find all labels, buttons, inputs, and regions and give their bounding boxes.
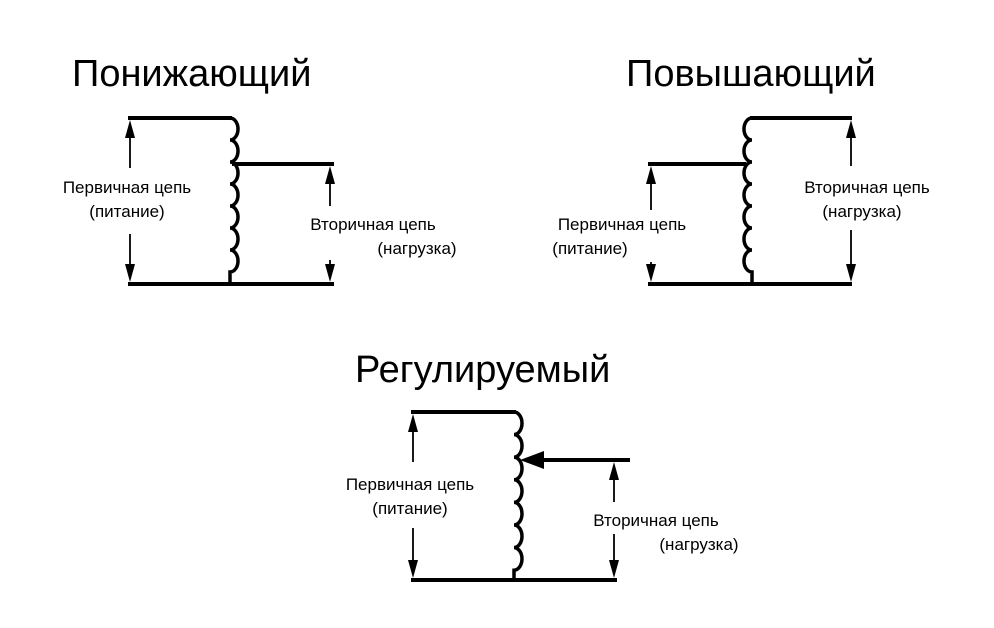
adjustable-secondary-arrow: [609, 462, 619, 578]
step-down-winding: [228, 116, 240, 284]
adjustable-primary-sublabel: (питание): [372, 499, 447, 518]
adjustable-title: Регулируемый: [355, 349, 610, 391]
step-down-primary-label: Первичная цепь: [63, 178, 191, 197]
adjustable-primary-label: Первичная цепь: [346, 475, 474, 494]
step-up-secondary-sublabel: (нагрузка): [822, 202, 901, 221]
step-up-primary-arrow: [646, 166, 656, 282]
step-up-schematic: Повышающий Первичная цепь (питание) Втор…: [552, 53, 930, 286]
step-down-secondary-arrow: [325, 166, 335, 282]
adjustable-winding: [512, 410, 524, 580]
adjustable-secondary-label: Вторичная цепь: [593, 511, 719, 530]
step-up-secondary-label: Вторичная цепь: [804, 178, 930, 197]
step-up-title: Повышающий: [626, 53, 876, 95]
step-down-title: Понижающий: [72, 53, 311, 95]
step-down-primary-arrow: [125, 120, 135, 282]
step-down-secondary-sublabel: (нагрузка): [377, 239, 456, 258]
adjustable-schematic: Регулируемый Первичная цепь (питание) Вт…: [346, 349, 739, 582]
step-down-secondary-label: Вторичная цепь: [310, 215, 436, 234]
step-down-primary-sublabel: (питание): [89, 202, 164, 221]
step-up-primary-label: Первичная цепь: [558, 215, 686, 234]
adjustable-secondary-sublabel: (нагрузка): [659, 535, 738, 554]
adjustable-primary-arrow: [408, 414, 418, 578]
step-up-primary-sublabel: (питание): [552, 239, 627, 258]
step-up-winding: [742, 116, 754, 284]
step-up-secondary-arrow: [846, 120, 856, 282]
adjustable-wiper-arrow: [520, 451, 544, 469]
step-down-schematic: Понижающий Первичная цепь (питание) Втор…: [63, 53, 457, 286]
